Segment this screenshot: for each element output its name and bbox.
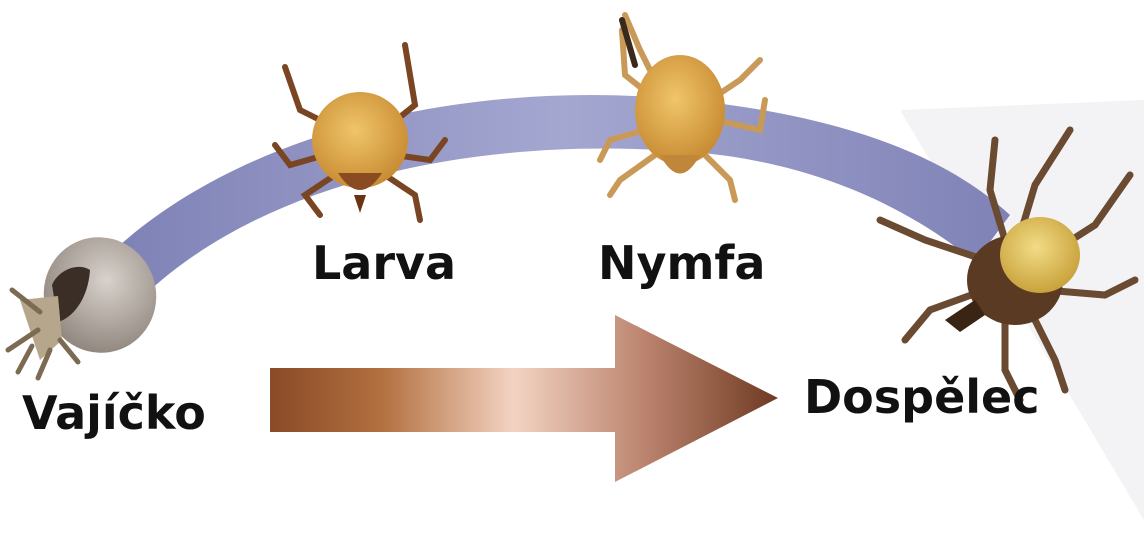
stage-label-nymph: Nymfa — [598, 240, 765, 286]
life-cycle-arc-band — [120, 95, 1010, 292]
stage-label-adult: Dospělec — [804, 374, 1040, 420]
progress-arrow-icon — [270, 315, 778, 482]
stage-label-egg: Vajíčko — [22, 390, 206, 436]
stage-label-larva: Larva — [312, 240, 456, 286]
